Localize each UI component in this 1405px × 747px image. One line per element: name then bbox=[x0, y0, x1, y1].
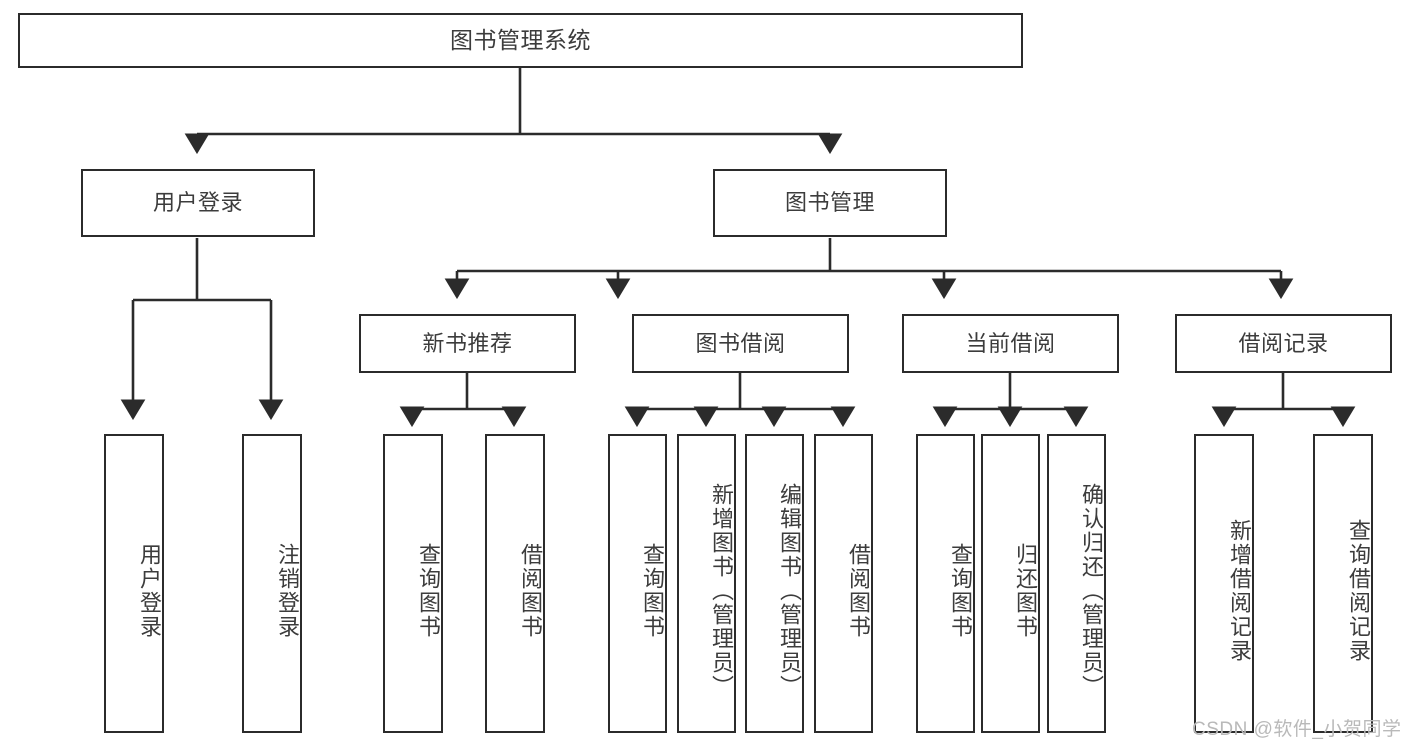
leaf-book-borrow-query[interactable]: 查询图书 bbox=[608, 434, 667, 733]
node-user-login[interactable]: 用户登录 bbox=[81, 169, 315, 237]
node-book-manage[interactable]: 图书管理 bbox=[713, 169, 947, 237]
leaf-book-borrow-borrow[interactable]: 借阅图书 bbox=[814, 434, 873, 733]
leaf-user-login-login[interactable]: 用户登录 bbox=[104, 434, 164, 733]
node-current-borrow[interactable]: 当前借阅 bbox=[902, 314, 1119, 373]
leaf-new-book-borrow[interactable]: 借阅图书 bbox=[485, 434, 545, 733]
leaf-borrow-record-add[interactable]: 新增借阅记录 bbox=[1194, 434, 1254, 733]
leaf-current-borrow-confirm-return[interactable]: 确认归还（管理员） bbox=[1047, 434, 1106, 733]
node-new-book-recommend[interactable]: 新书推荐 bbox=[359, 314, 576, 373]
leaf-book-borrow-add[interactable]: 新增图书（管理员） bbox=[677, 434, 736, 733]
leaf-book-borrow-edit[interactable]: 编辑图书（管理员） bbox=[745, 434, 804, 733]
node-root[interactable]: 图书管理系统 bbox=[18, 13, 1023, 68]
leaf-borrow-record-query[interactable]: 查询借阅记录 bbox=[1313, 434, 1373, 733]
leaf-new-book-query[interactable]: 查询图书 bbox=[383, 434, 443, 733]
leaf-user-login-logout[interactable]: 注销登录 bbox=[242, 434, 302, 733]
node-book-borrow[interactable]: 图书借阅 bbox=[632, 314, 849, 373]
leaf-current-borrow-query[interactable]: 查询图书 bbox=[916, 434, 975, 733]
csdn-watermark: CSDN @软件_小贺同学 bbox=[1192, 719, 1402, 740]
leaf-current-borrow-return[interactable]: 归还图书 bbox=[981, 434, 1040, 733]
node-borrow-record[interactable]: 借阅记录 bbox=[1175, 314, 1392, 373]
